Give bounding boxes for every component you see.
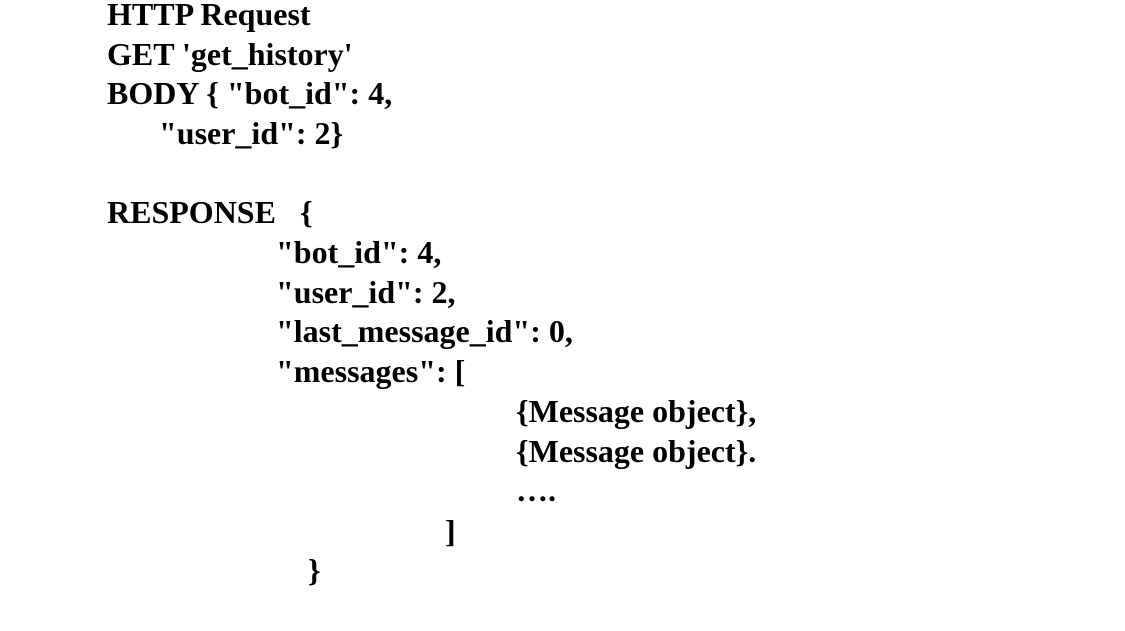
response-open-line: RESPONSE { <box>107 194 313 230</box>
request-body-line-2: "user_id": 2} <box>159 115 344 151</box>
request-method-line: GET 'get_history' <box>107 36 353 72</box>
response-user-id-line: "user_id": 2, <box>276 274 456 310</box>
response-array-close: ] <box>445 513 456 549</box>
response-object-close: } <box>308 552 321 588</box>
response-messages-line: "messages": [ <box>276 353 466 389</box>
response-last-message-id-line: "last_message_id": 0, <box>276 313 573 349</box>
response-ellipsis: …. <box>516 472 556 508</box>
response-message-object-1: {Message object}, <box>516 393 757 429</box>
response-bot-id-line: "bot_id": 4, <box>276 234 442 270</box>
request-body-line-1: BODY { "bot_id": 4, <box>107 75 393 111</box>
request-title: HTTP Request <box>107 0 311 32</box>
response-message-object-2: {Message object}. <box>516 433 757 469</box>
